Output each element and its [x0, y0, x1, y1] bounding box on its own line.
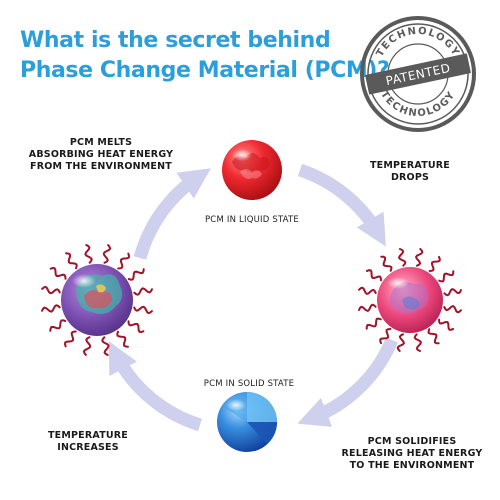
- solid-sphere-icon: [217, 392, 277, 452]
- label-pcm-solidifies: PCM SOLIDIFIES RELEASING HEAT ENERGY TO …: [341, 436, 483, 471]
- heat-wave-line: [63, 330, 77, 348]
- heating-sphere-icon: [61, 264, 133, 336]
- label-liquid-state: PCM IN LIQUID STATE: [205, 215, 299, 225]
- heat-wave-line: [397, 248, 407, 267]
- heat-wave-line: [365, 269, 382, 282]
- title-line-1: What is the secret behind: [20, 28, 331, 53]
- label-solid-state: PCM IN SOLID STATE: [204, 379, 294, 389]
- heat-wave-line: [127, 268, 145, 281]
- heat-wave-line: [414, 248, 424, 267]
- heat-wave-line: [358, 303, 377, 313]
- stamp-banner: [365, 53, 471, 95]
- heat-wave-line: [358, 286, 377, 296]
- arrow-left-to-top-icon: [133, 168, 211, 260]
- heat-wave-line: [116, 330, 129, 348]
- heat-wave-line: [379, 328, 392, 345]
- heat-wave-line: [133, 287, 153, 296]
- heat-waves-left-icon: [41, 244, 153, 356]
- heat-wave-line: [427, 328, 440, 345]
- heat-wave-line: [65, 252, 78, 270]
- heat-wave-line: [127, 320, 145, 334]
- heat-wave-line: [413, 333, 423, 352]
- heat-wave-line: [380, 255, 393, 272]
- arrow-bottom-to-left-icon: [108, 341, 203, 432]
- heat-wave-line: [41, 304, 61, 313]
- cooling-sphere-icon: [377, 267, 443, 333]
- label-temperature-increases: TEMPERATURE INCREASES: [47, 430, 128, 453]
- heat-wave-line: [365, 317, 382, 330]
- title-line-2: Phase Change Material (PCM)?: [20, 58, 390, 83]
- label-temperature-drops: TEMPERATURE DROPS: [369, 160, 450, 183]
- heat-wave-line: [133, 305, 153, 315]
- heat-wave-line: [428, 255, 441, 272]
- heat-wave-line: [84, 244, 93, 264]
- arrow-top-to-right-icon: [297, 163, 386, 247]
- heat-wave-line: [443, 287, 462, 297]
- cycle-arrows: [108, 163, 399, 432]
- heat-waves-right-icon: [358, 248, 462, 352]
- label-pcm-melts: PCM MELTS ABSORBING HEAT ENERGY FROM THE…: [28, 137, 174, 172]
- heat-wave-line: [117, 252, 131, 270]
- heat-wave-line: [443, 304, 462, 314]
- heat-wave-line: [49, 266, 67, 280]
- heat-wave-line: [438, 270, 455, 283]
- page-title: What is the secret behind Phase Change M…: [20, 26, 390, 86]
- heat-wave-line: [101, 336, 110, 356]
- heat-wave-line: [102, 244, 112, 264]
- patented-stamp-icon: TECHNOLOGY TECHNOLOGY PATENTED: [360, 16, 476, 132]
- heat-wave-line: [396, 333, 406, 352]
- heat-wave-line: [41, 285, 61, 295]
- heat-wave-line: [438, 318, 455, 331]
- arrow-right-to-bottom-icon: [297, 337, 399, 427]
- liquid-sphere-icon: [222, 140, 282, 200]
- heat-wave-line: [82, 336, 92, 356]
- heat-wave-line: [49, 319, 67, 332]
